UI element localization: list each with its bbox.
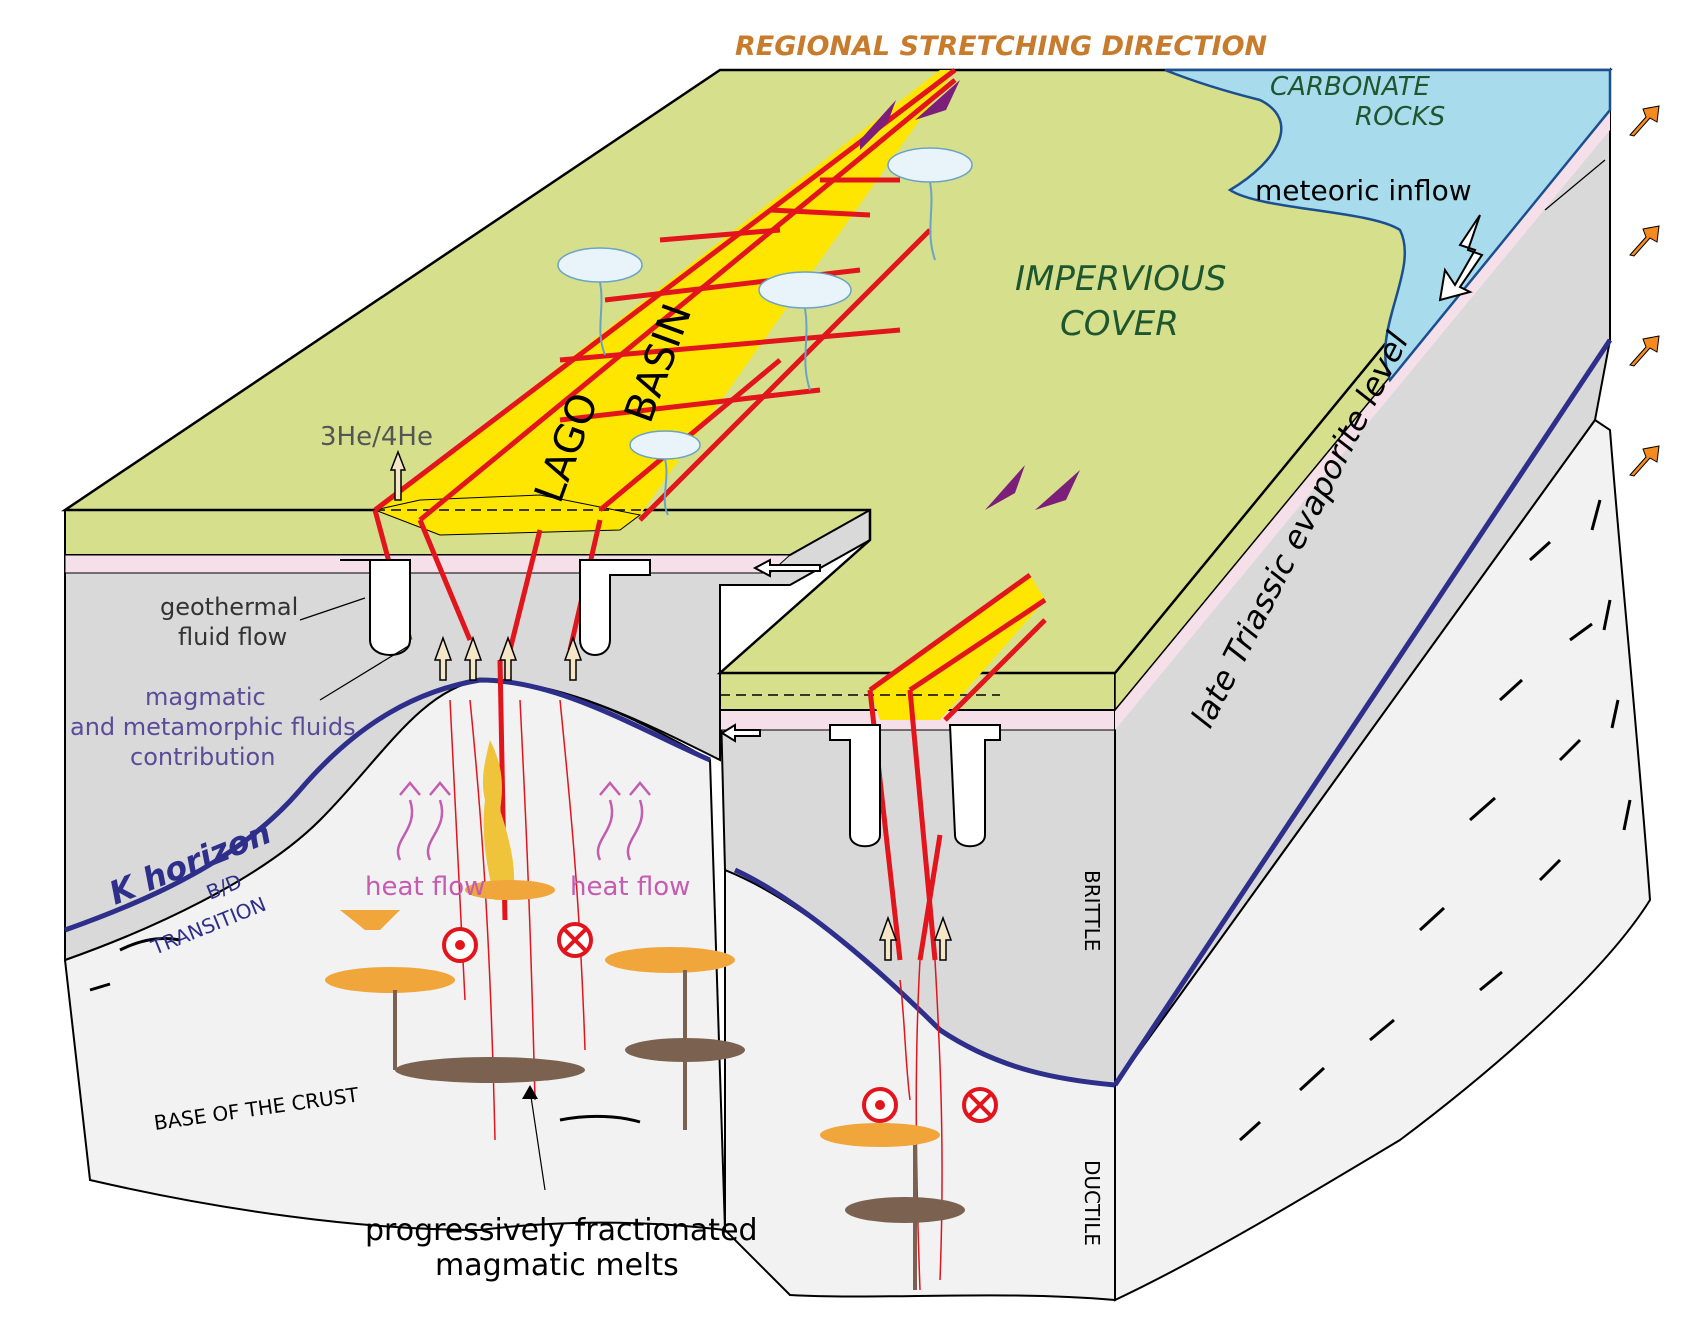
cover-label: COVER — [1060, 304, 1179, 344]
geothermal-fluid-arrows — [340, 559, 1001, 848]
carbonate-rocks-label-2: ROCKS — [1355, 102, 1445, 132]
geothermal-label-1: geothermal — [160, 593, 298, 621]
right-basin — [720, 575, 1045, 720]
magmatic-label-1: magmatic — [145, 683, 266, 711]
carbonate-rocks-label-1: CARBONATE — [1270, 72, 1431, 102]
heat-flow-label-right: heat flow — [570, 872, 690, 902]
helium-ratio-label: 3He/4He — [320, 422, 433, 452]
steam-cloud-icon-1 — [887, 147, 973, 261]
upward-fluid-arrows — [389, 449, 953, 961]
steam-cloud-icon-3 — [758, 271, 852, 391]
steam-cloud-icon-2 — [557, 247, 643, 356]
carbonate-rocks-area — [1164, 68, 1612, 383]
heat-flow-arrows — [396, 781, 651, 861]
into-page-symbol-icon — [557, 922, 998, 1123]
out-of-page-symbol-icon — [442, 927, 898, 1123]
faults — [372, 68, 1047, 961]
leader-lines — [299, 159, 1606, 1191]
impervious-label: IMPERVIOUS — [1015, 259, 1227, 299]
stretching-direction-title: REGIONAL STRETCHING DIRECTION — [735, 31, 1268, 62]
top-surface — [60, 68, 1613, 675]
fluid-arrow-icon-group — [720, 214, 1484, 743]
magma-conduits — [449, 699, 943, 1291]
magmatic-label-3: contribution — [130, 743, 275, 771]
magmatic-label-2: and metamorphic fluids — [70, 713, 356, 741]
ductile-label: DUCTILE — [1080, 1160, 1104, 1246]
heat-flow-label-left: heat flow — [365, 872, 485, 902]
magmatic-melts — [325, 740, 965, 1290]
geothermal-label-2: fluid flow — [178, 623, 287, 651]
melts-arrow-head — [522, 1085, 538, 1099]
meteoric-inflow-label: meteoric inflow — [1255, 174, 1472, 207]
basement-crust — [63, 418, 1652, 1302]
brittle-label: BRITTLE — [1080, 870, 1104, 951]
steam-cloud-icon-4 — [629, 430, 701, 516]
melts-label-1: progressively fractionated — [365, 1213, 758, 1248]
stretching-arrow-icon — [1629, 105, 1660, 477]
melts-label-2: magmatic melts — [435, 1248, 679, 1283]
slip-arrows — [860, 80, 1080, 510]
